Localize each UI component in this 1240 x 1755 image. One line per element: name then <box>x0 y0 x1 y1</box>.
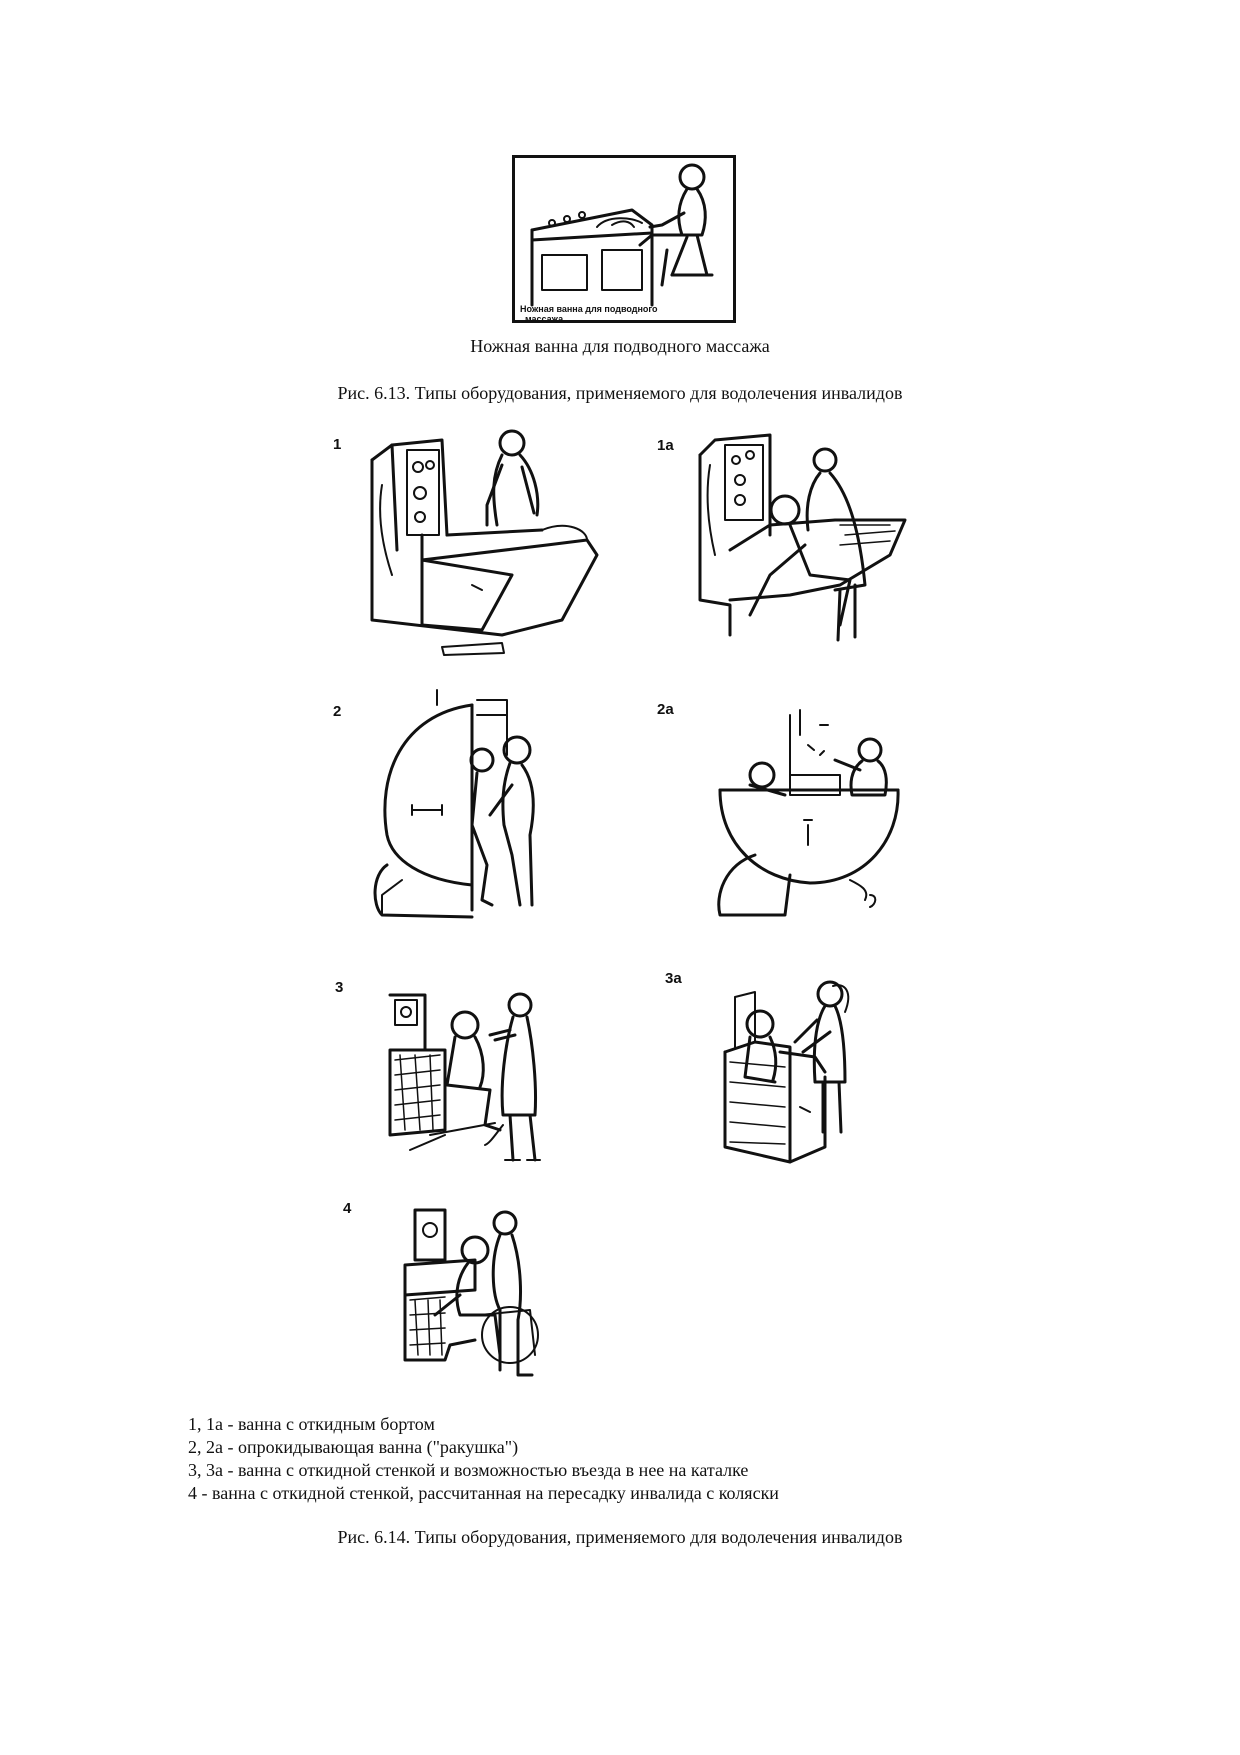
illustration-2-tipping-shell-bath <box>373 689 535 919</box>
foot-bath-illustration <box>530 163 714 307</box>
legend-item: 1, 1а - ванна с откидным бортом <box>188 1414 435 1434</box>
legend-item: 4 - ванна с откидной стенкой, рассчитанн… <box>188 1483 779 1503</box>
illustration-4-bath-with-wheelchair-transfer <box>403 1208 539 1377</box>
foot-bath-caption: Ножная ванна для подводного массажа <box>470 336 770 356</box>
illustration-3-bath-with-gurney-entry <box>388 992 541 1162</box>
legend-item: 2, 2а - опрокидывающая ванна ("ракушка") <box>188 1437 519 1457</box>
illustration-2-label: 2 <box>333 703 342 720</box>
illustration-1a-label: 1а <box>657 437 674 454</box>
legend-item: 3, 3а - ванна с откидной стенкой и возмо… <box>188 1460 749 1480</box>
illustration-3-label: 3 <box>335 979 344 996</box>
illustration-2a-tipping-shell-bath <box>717 709 900 917</box>
inset-caption-line-2: массажа <box>525 314 564 324</box>
illustration-3a-label: 3а <box>665 970 682 987</box>
illustration-1-label: 1 <box>333 436 342 453</box>
illustration-3a-bath-with-gurney-entry <box>723 980 850 1164</box>
foot-bath-figure: Ножная ванна для подводного массажа <box>512 155 736 324</box>
figure-6-14-caption: Рис. 6.14. Типы оборудования, применяемо… <box>337 1527 903 1547</box>
figure-legend: 1, 1а - ванна с откидным бортом 2, 2а - … <box>188 1413 1088 1505</box>
inset-caption-line-1: Ножная ванна для подводного <box>520 304 658 314</box>
foot-bath-inset-caption: Ножная ванна для подводного массажа <box>520 304 730 324</box>
illustration-1-tilting-side-bath <box>370 429 599 656</box>
illustration-2a-label: 2а <box>657 701 674 718</box>
illustration-4-label: 4 <box>343 1200 352 1217</box>
figure-6-13-caption: Рис. 6.13. Типы оборудования, применяемо… <box>337 383 903 403</box>
illustration-1a-tilting-side-bath <box>698 433 907 642</box>
